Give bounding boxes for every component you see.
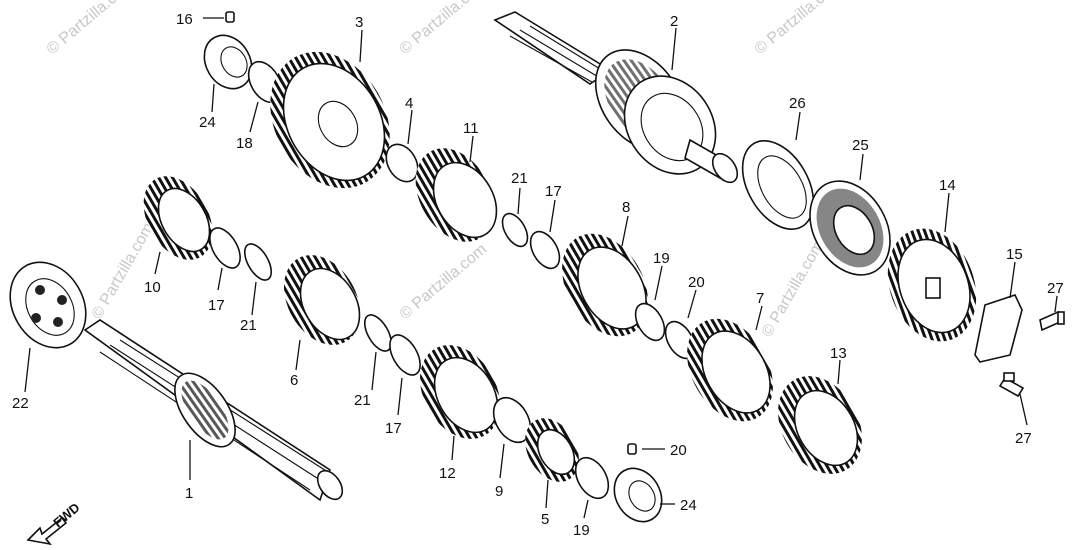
part-label-20-top: 18 <box>236 135 253 152</box>
needle-bearing-part-24-top <box>203 11 253 90</box>
part-label-23: 22 <box>12 395 29 412</box>
bushing-part-4 <box>385 143 419 183</box>
bearing-part-23 <box>9 261 87 349</box>
part-label-22: 20 <box>670 442 687 459</box>
part-label-5: 5 <box>541 511 549 528</box>
gear-part-5 <box>525 418 579 482</box>
drive-sprocket-part-14 <box>887 228 977 342</box>
bolt-part-27-lower <box>998 372 1025 398</box>
circlip-part-21-middle <box>363 314 393 352</box>
bearing-part-25 <box>809 180 891 276</box>
part-label-7: 7 <box>756 290 764 307</box>
fixing-plate-part-15 <box>974 294 1023 363</box>
thrust-washer-part-20-bottom <box>574 456 610 500</box>
oil-seal-part-26 <box>741 140 815 230</box>
needle-bearing-part-24-bottom <box>613 467 663 523</box>
part-label-13: 13 <box>830 345 847 362</box>
part-label-20-bottom: 19 <box>573 522 590 539</box>
part-label-10: 10 <box>144 279 161 296</box>
bolt-part-27-upper <box>1039 310 1065 332</box>
part-label-17-middle: 17 <box>385 420 402 437</box>
part-label-15: 15 <box>1006 246 1023 263</box>
part-label-24-bottom: 24 <box>680 497 697 514</box>
watermark-1: © Partzilla.com <box>44 0 138 58</box>
leader-lines <box>24 17 1058 519</box>
gear-part-6 <box>284 255 361 345</box>
part-label-25: 25 <box>852 137 869 154</box>
fwd-arrow-icon <box>26 516 68 546</box>
countershaft-part-2 <box>493 11 739 184</box>
fwd-label: FWD <box>50 500 82 531</box>
watermark-5: © Partzilla.com <box>397 241 491 323</box>
part-label-4: 4 <box>405 95 413 112</box>
part-number-labels: 16 24 18 3 4 11 21 17 2 8 19 20 7 26 25 … <box>12 11 1064 539</box>
watermark-6: © Partzilla.com <box>759 238 828 340</box>
gear-part-3 <box>270 51 390 189</box>
part-label-19: 19 <box>653 250 670 267</box>
part-label-27-upper: 27 <box>1047 280 1064 297</box>
part-label-11: 11 <box>463 120 479 137</box>
washer-part-17-left <box>209 227 241 269</box>
gear-part-11 <box>415 148 498 242</box>
gear-part-8 <box>562 233 648 337</box>
part-label-26: 26 <box>789 95 806 112</box>
part-label-21-middle: 21 <box>354 392 371 409</box>
gear-part-7 <box>687 318 773 422</box>
part-label-18: 20 <box>688 274 705 291</box>
washer-part-17-middle <box>389 334 421 376</box>
circlip-part-21-top <box>501 212 529 248</box>
washer-part-19 <box>634 302 666 342</box>
part-label-3: 3 <box>355 14 363 31</box>
part-label-9: 9 <box>495 483 503 500</box>
washer-part-17-top <box>529 230 561 270</box>
gear-part-12 <box>420 345 500 439</box>
part-label-6: 6 <box>290 372 298 389</box>
dowel-pin-part-22 <box>627 443 637 455</box>
part-label-17-left: 17 <box>208 297 225 314</box>
part-label-1: 1 <box>185 485 193 502</box>
part-label-21-top: 21 <box>511 170 528 187</box>
part-label-8: 8 <box>622 199 630 216</box>
circlip-part-21-left <box>243 243 273 281</box>
gear-part-10 <box>143 176 213 260</box>
mainshaft-part-1 <box>83 319 344 502</box>
part-label-24-top: 24 <box>199 114 216 131</box>
part-label-27-lower: 27 <box>1015 430 1032 447</box>
part-label-21-left: 21 <box>240 317 257 334</box>
watermark-4: © Partzilla.com <box>89 220 158 322</box>
bushing-part-9 <box>492 396 532 444</box>
watermark-3: © Partzilla.com <box>752 0 846 58</box>
part-label-16: 16 <box>176 11 193 28</box>
part-label-2: 2 <box>670 13 678 30</box>
part-label-17-top: 17 <box>545 183 562 200</box>
gear-part-13 <box>778 376 862 474</box>
part-label-12: 12 <box>439 465 456 482</box>
part-label-14: 14 <box>939 177 956 194</box>
watermark-2: © Partzilla.com <box>397 0 491 58</box>
